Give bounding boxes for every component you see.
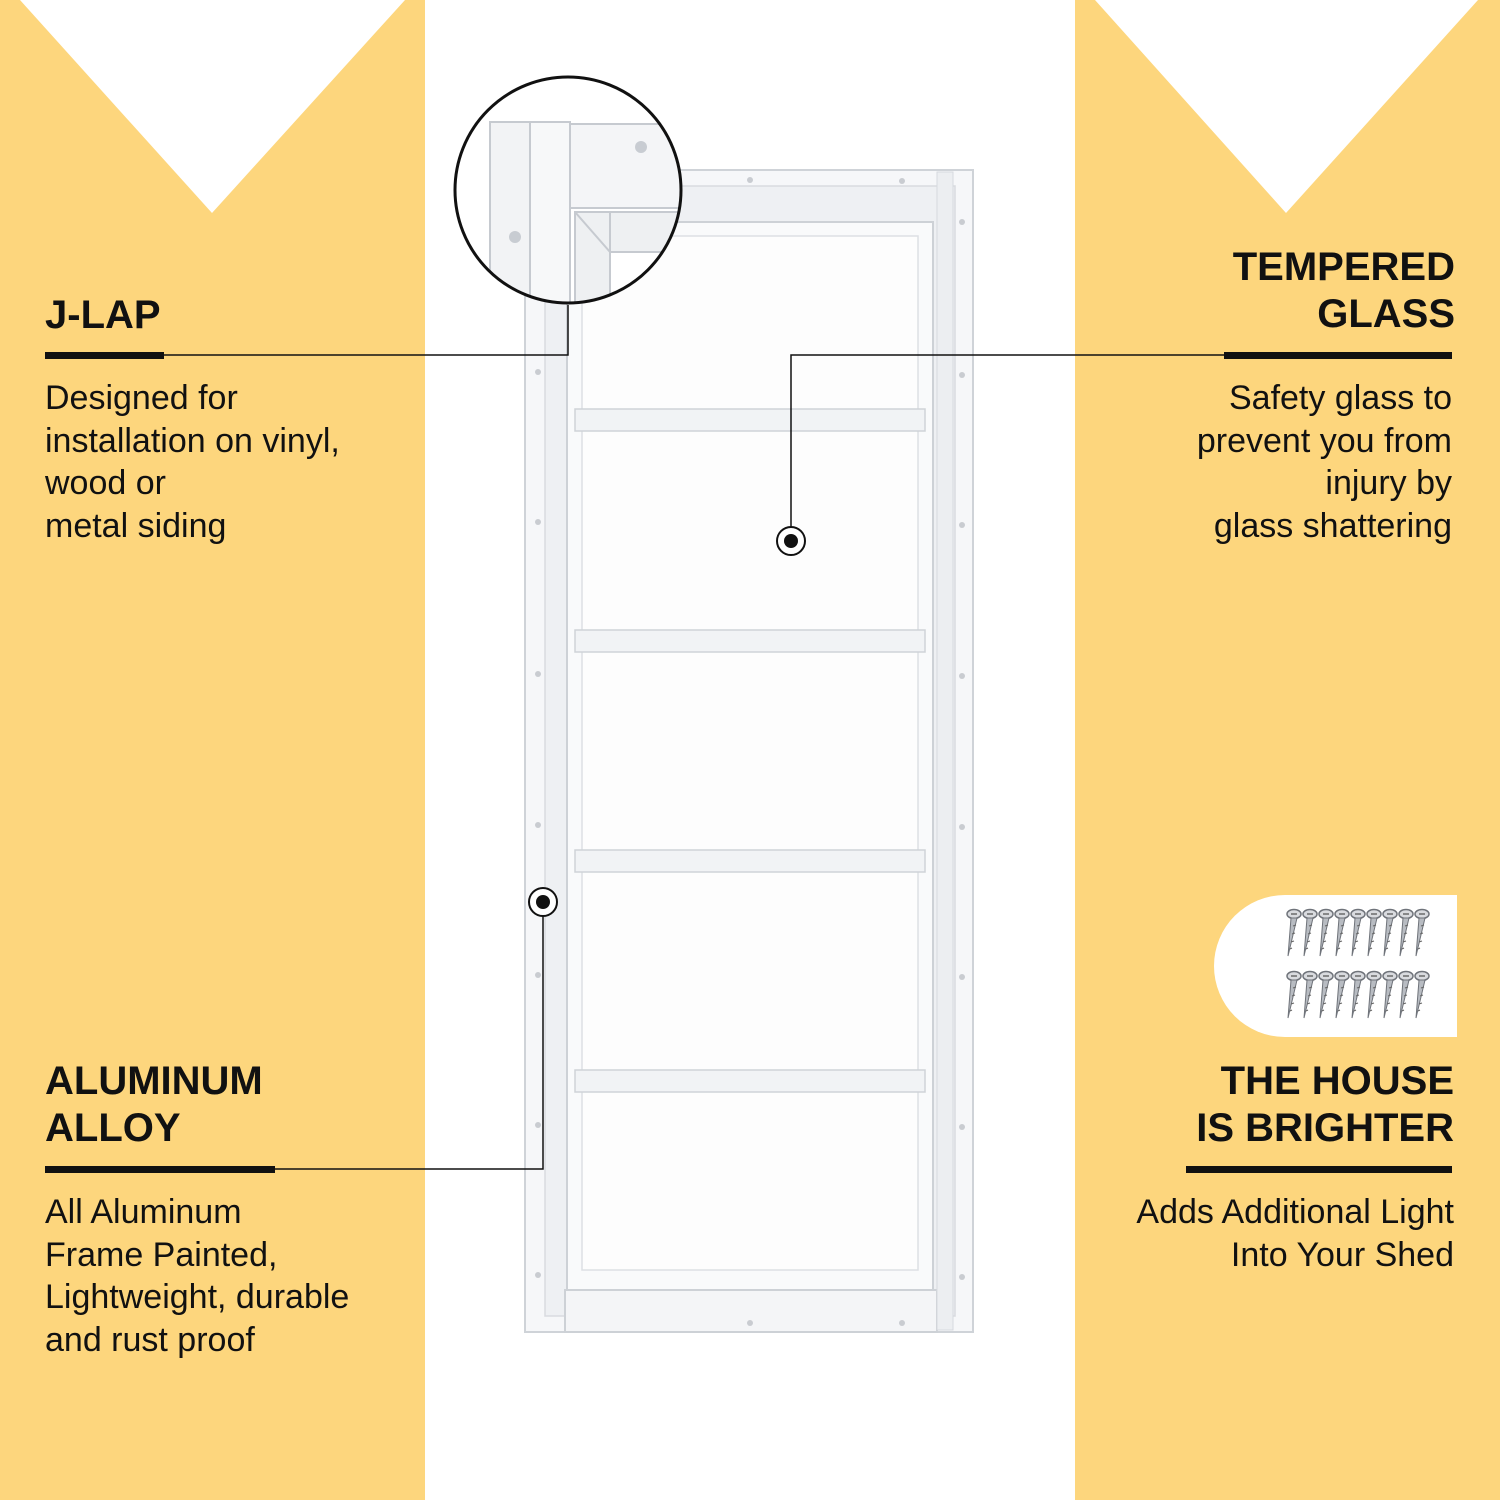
tempered-glass-title: TEMPERED GLASS (1232, 245, 1455, 336)
left-panel (0, 0, 425, 1500)
j-lap-underline (45, 352, 164, 359)
screws-icon (1214, 895, 1457, 1037)
house-brighter-underline (1186, 1166, 1452, 1173)
j-lap-corner-detail-icon (453, 75, 683, 305)
right-panel (1075, 0, 1500, 1500)
house-brighter-title: THE HOUSE IS BRIGHTER (1196, 1059, 1454, 1150)
aluminum-alloy-title: ALUMINUM ALLOY (45, 1059, 263, 1150)
tempered-glass-underline (1224, 352, 1452, 359)
aluminum-alloy-description: All Aluminum Frame Painted, Lightweight,… (45, 1193, 350, 1359)
tempered-glass-description: Safety glass to prevent you from injury … (1196, 379, 1452, 545)
j-lap-description: Designed for installation on vinyl, wood… (45, 379, 340, 545)
aluminum-alloy-underline (45, 1166, 275, 1173)
j-lap-callout-line (45, 305, 569, 356)
j-lap-title: J-LAP (45, 293, 161, 337)
callout-lines (45, 305, 1452, 1173)
shed-window-frame (524, 169, 974, 1333)
callout-dot-glass (776, 526, 806, 556)
callout-dot-aluminum (528, 887, 558, 917)
house-brighter-description: Adds Additional Light Into Your Shed (1136, 1193, 1454, 1274)
